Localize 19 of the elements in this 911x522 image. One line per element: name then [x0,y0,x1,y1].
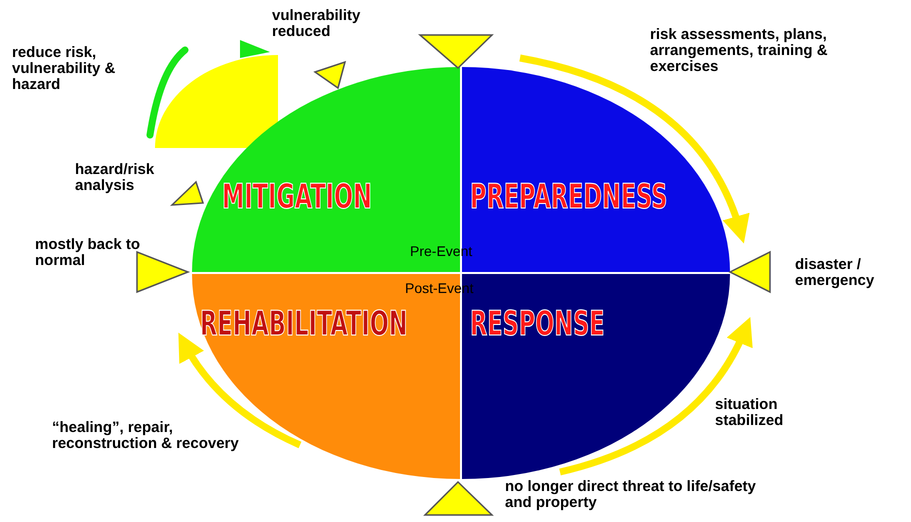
stage-triangle [728,250,771,294]
annotation-text: mostly back to normal [35,237,142,269]
phase-title: RESPONSE [470,304,605,344]
annotation-text: vulnerability reduced [272,8,362,40]
stage-triangle [313,60,346,90]
annotation-text: disaster / emergency [795,257,876,289]
annotation-text: “healing”, repair, reconstruction & recovery [52,420,240,452]
annotation-text: no longer direct threat to life/safety and property [505,479,757,511]
annotation-text: risk assessments, plans, arrangements, training & exercises [650,27,829,75]
phase-title: PREPAREDNESS [470,177,668,217]
stage-triangle [170,180,204,206]
annotation-text: reduce risk, vulnerability & hazard [12,45,116,93]
annotation-text: hazard/risk analysis [75,162,156,194]
phase-title: MITIGATION [222,177,372,217]
stage-triangle [136,250,190,294]
phase-title: REHABILITATION [200,304,408,344]
stage-triangle [423,480,494,516]
stage-triangle [418,34,494,70]
annotation-text: situation stabilized [715,397,784,429]
